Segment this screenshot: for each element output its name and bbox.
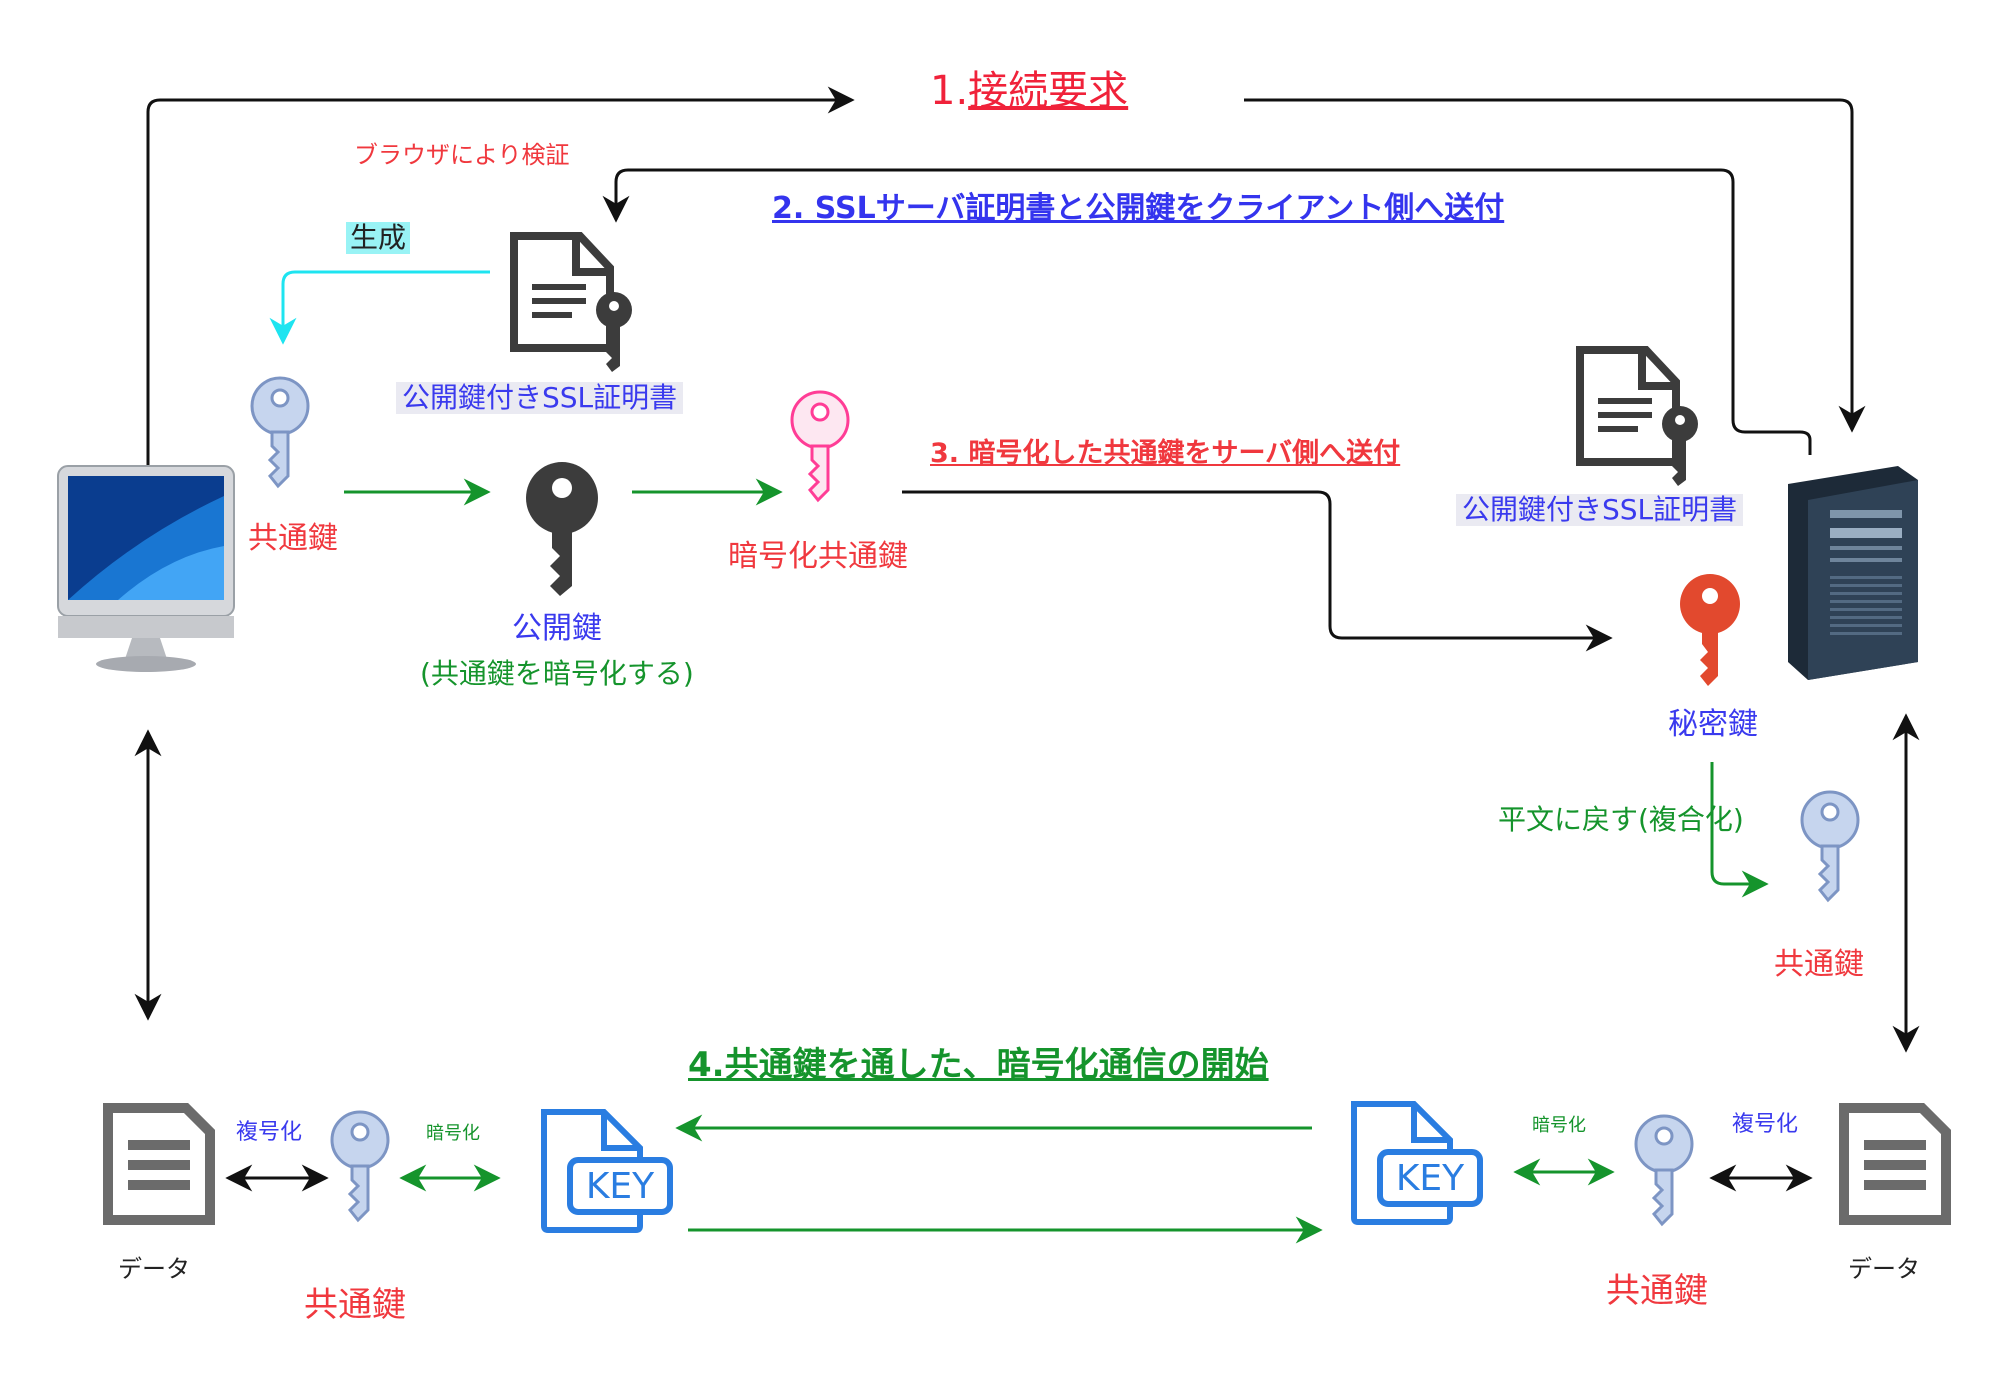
key-file-text: KEY	[1396, 1158, 1465, 1199]
arrow-step2	[602, 168, 1812, 455]
arrow-decrypt	[1710, 762, 1769, 898]
bl-decrypt-label: 複号化	[236, 1120, 303, 1145]
br-encrypt-label: 暗号化	[1532, 1115, 1586, 1136]
arrow-step1-right	[1244, 98, 1866, 433]
document-icon	[1839, 1103, 1951, 1225]
server-icon	[1788, 466, 1918, 680]
key-file-text: KEY	[586, 1166, 655, 1207]
client-common-key-label: 共通鍵	[248, 521, 338, 556]
step1-text: 接続要求	[968, 68, 1129, 114]
certificate-icon	[1576, 346, 1698, 486]
arrow-step3	[902, 490, 1613, 652]
encrypted-common-key-label: 暗号化共通鍵	[728, 539, 908, 574]
key-file-icon	[1351, 1101, 1483, 1225]
step1-label: 1.接続要求	[930, 68, 1128, 114]
decrypt-note: 平文に戻す(複合化)	[1498, 803, 1744, 836]
key-icon	[1634, 1114, 1694, 1227]
step2-label: 2. SSLサーバ証明書と公開鍵をクライアント側へ送付	[772, 191, 1505, 226]
monitor-icon	[57, 465, 235, 672]
step1-number: 1.	[930, 68, 969, 114]
bl-encrypt-label: 暗号化	[426, 1123, 480, 1144]
arrow-step1-left	[146, 86, 855, 465]
br-decrypt-label: 複号化	[1732, 1112, 1799, 1137]
client-cert-label: 公開鍵付きSSL証明書	[396, 381, 684, 415]
public-key-label: 公開鍵	[512, 611, 602, 646]
public-key-note: (共通鍵を暗号化する)	[420, 657, 694, 690]
bl-common-key-label: 共通鍵	[304, 1285, 406, 1325]
step4-label: 4.共通鍵を通した、暗号化通信の開始	[688, 1045, 1269, 1085]
browser-verify-label: ブラウザにより検証	[354, 141, 570, 169]
arrow-generate	[269, 270, 490, 345]
private-key-label: 秘密鍵	[1668, 707, 1758, 742]
certificate-icon	[510, 232, 632, 372]
generate-label: 生成	[346, 221, 411, 255]
key-icon	[330, 1110, 390, 1223]
document-icon	[103, 1103, 215, 1225]
br-common-key-label: 共通鍵	[1606, 1271, 1708, 1311]
key-file-icon	[541, 1109, 673, 1233]
key-icon	[790, 390, 850, 503]
key-icon	[250, 376, 310, 489]
server-common-key-label: 共通鍵	[1774, 947, 1864, 982]
br-data-label: データ	[1848, 1255, 1920, 1283]
step3-label: 3. 暗号化した共通鍵をサーバ側へ送付	[930, 438, 1401, 469]
server-cert-label: 公開鍵付きSSL証明書	[1456, 493, 1744, 527]
key-icon	[1680, 574, 1740, 686]
key-icon	[1800, 790, 1860, 903]
key-icon	[526, 462, 598, 596]
bl-data-label: データ	[118, 1255, 190, 1283]
